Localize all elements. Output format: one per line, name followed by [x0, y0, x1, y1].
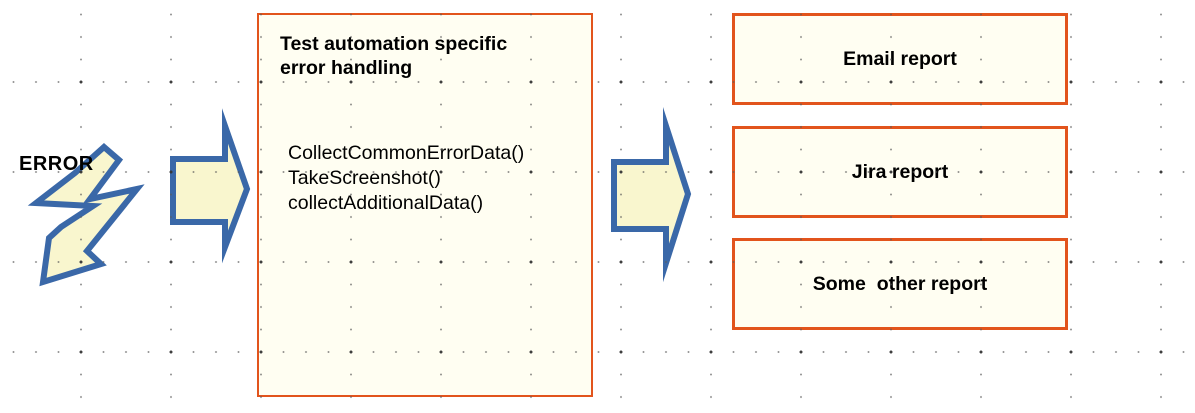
report-box-label: Some other report — [812, 272, 988, 295]
report-box-label: Jira report — [851, 160, 949, 183]
error-handling-box[interactable]: Test automation specific error handling … — [257, 13, 593, 397]
error-handling-code-block: CollectCommonErrorData() TakeScreenshot(… — [288, 141, 524, 216]
report-box-label: Email report — [843, 47, 957, 70]
block-arrow-right-icon[interactable] — [170, 108, 251, 264]
code-line: collectAdditionalData() — [288, 192, 484, 214]
block-arrow-right-icon[interactable] — [611, 106, 692, 283]
report-box-other[interactable]: Some other report — [732, 238, 1068, 330]
report-box-jira[interactable]: Jira report — [732, 126, 1068, 218]
report-box-email[interactable]: Email report — [732, 13, 1068, 105]
code-line: CollectCommonErrorData() — [288, 142, 525, 164]
error-handling-box-title: Test automation specific error handling — [280, 33, 508, 79]
error-label: ERROR — [19, 153, 94, 175]
code-line: TakeScreenshot() — [288, 167, 441, 189]
